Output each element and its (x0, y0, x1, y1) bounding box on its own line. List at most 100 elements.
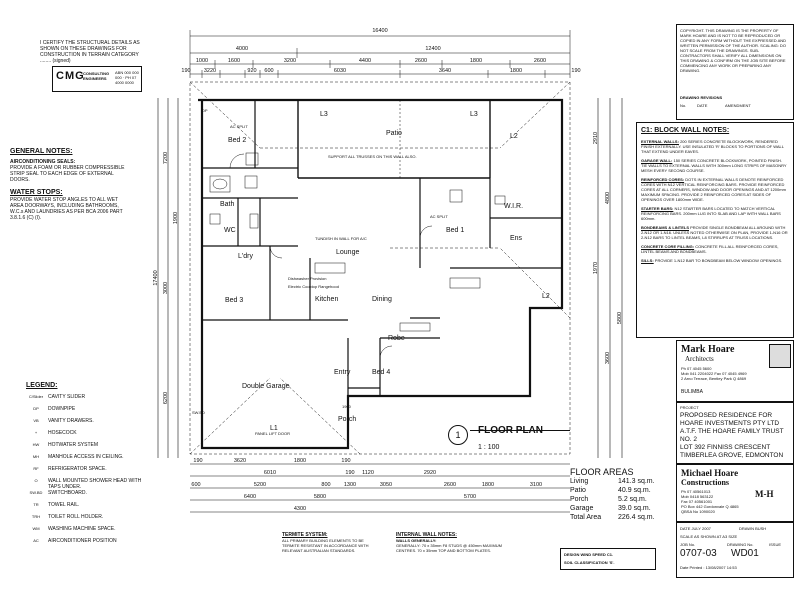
note-dishwasher: Dishwasher Provision (288, 276, 326, 281)
tb-printed: Date Printed : 13/08/2007 14:53 (680, 565, 737, 570)
dim-top-r3-1: 190 (181, 68, 190, 74)
legend-text: REFRIGERATOR SPACE. (48, 466, 107, 472)
block-note-head: STARTER BARS: (641, 206, 674, 211)
architect-logo-icon (769, 344, 791, 368)
consultant-details: ABN 000 000 000 · PH 07 4000 0000 (115, 70, 139, 85)
roof-l3-1: L3 (320, 111, 328, 118)
architect-block: Mark Hoare Architects Ph 07 4045 5600 Mo… (676, 340, 794, 402)
builder-mob: Mob 0418 563122 (681, 494, 714, 499)
dim-top-r2-3: 3200 (284, 58, 296, 64)
dim-right-1: 2910 (593, 132, 599, 144)
legend-text: HOTWATER SYSTEM (48, 442, 98, 448)
dim-bot-r3-7: 1800 (482, 482, 494, 488)
project-line: TIMBERLEA GROVE, EDMONTON (680, 452, 784, 459)
termite-text: ALL PRIMARY BUILDING ELEMENTS TO BE TERM… (282, 538, 369, 553)
legend-text: AIRCONDITIONER POSITION (48, 538, 117, 544)
floor-plan-drawing: 16400 4000 12400 1000 1600 3200 4400 260… (153, 28, 623, 513)
floor-area-value: 39.0 sq.m. (618, 505, 651, 512)
dim-top-r2-7: 2600 (534, 58, 546, 64)
certification-note: I CERTIFY THE STRUCTURAL DETAILS AS SHOW… (40, 40, 140, 64)
dim-bot-r1-2: 3620 (234, 458, 246, 464)
dim-bot-r2-1: 6010 (264, 470, 276, 476)
builder-block: Michael Hoare Constructions Ph 07 405610… (676, 464, 794, 522)
room-bed-1: Bed 1 (446, 227, 464, 234)
termite-notes: TERMITE SYSTEM: ALL PRIMARY BUILDING ELE… (282, 532, 382, 553)
architect-phone: Ph 07 4045 5600 (681, 366, 712, 371)
legend-title: LEGEND: (26, 382, 58, 389)
room-kitchen: Kitchen (315, 296, 338, 303)
dim-right-4: 3600 (605, 352, 611, 364)
legend-symbol-icon: TR (33, 502, 39, 507)
legend-symbol-icon: WM (32, 526, 40, 531)
dim-top-r3-11: 1800 (510, 68, 522, 74)
dim-bot-r1-4: 1800 (294, 458, 306, 464)
rev-col-amend: AMENDMENT (725, 103, 751, 108)
legend-text: TOWEL RAIL. (48, 502, 80, 508)
legend-symbol-icon: MH (32, 454, 40, 459)
floor-areas-title: FLOOR AREAS (570, 467, 634, 477)
legend-text: CAVITY SLIDER (48, 394, 86, 400)
room-entry: Entry (334, 369, 351, 376)
block-note-item: STARTER BARS: N12 STARTER BARS LOCATED T… (641, 206, 789, 221)
dim-bot-r3-3: 800 (321, 482, 330, 488)
soil-classification: SOIL CLASSIFICATION 'S'. (564, 560, 615, 565)
block-note-text: 150 SERIES CONCRETE BLOCKWORK, POINTED F… (641, 158, 787, 173)
room-ensuite: Ens (510, 235, 523, 242)
dim-bot-r3-4: 1300 (344, 482, 356, 488)
block-note-text: DOTS IN EXTERNAL WALLS DENOTE REINFORCED… (641, 177, 786, 202)
floor-plan-scale: 1 : 100 (478, 444, 500, 451)
dim-top-r3-5: 600 (264, 68, 273, 74)
roof-l1: L1 (270, 425, 278, 432)
note-tundish: TUNDISH IN WALL FOR A/C (315, 236, 367, 241)
ac-seals-title: AIRCONDITIONING SEALS: (10, 159, 76, 165)
block-note-head: GARAGE WALL: (641, 158, 673, 163)
dim-right-5: 5800 (617, 312, 623, 324)
tb-job-number: 0707-03 (680, 548, 717, 559)
block-wall-notes: C1: BLOCK WALL NOTES: EXTERNAL WALLS: 20… (636, 122, 794, 338)
internal-walls-sub: WALLS GENERALLY: (396, 538, 437, 543)
water-stops-title: WATER STOPS: (10, 189, 63, 196)
dim-bot-r3-2: 5200 (254, 482, 266, 488)
revisions-title: DRAWING REVISIONS (680, 95, 723, 100)
project-line: LOT 392 FINNISS CRESCENT (680, 444, 771, 451)
project-line: HOARE INVESTMENTS PTY LTD (680, 420, 780, 427)
room-double-garage: Double Garage (242, 383, 290, 390)
room-wir: W.I.R. (504, 203, 523, 210)
block-note-item: REINFORCED CORES: DOTS IN EXTERNAL WALLS… (641, 177, 789, 202)
dim-bot-r2-2: 190 (345, 470, 354, 476)
switchboard-label: SW.BD (192, 410, 205, 415)
block-note-text: PROVIDE SINGLE BONDBEAM ALL AROUND WITH … (641, 225, 788, 240)
block-note-head: CONCRETE CORE FILLING: (641, 244, 695, 249)
design-wind-speed: DESIGN WIND SPEED C1. (564, 552, 614, 557)
room-robe: Robe (388, 335, 405, 342)
block-note-text: PROVIDE 1-N12 BAR TO BONDBEAM BELOW WIND… (654, 258, 783, 263)
block-note-item: GARAGE WALL: 150 SERIES CONCRETE BLOCKWO… (641, 158, 789, 173)
dim-bot-r3-6: 2600 (444, 482, 456, 488)
tb-scale: SCALE AS SHOWN AT A3 SIZE (680, 534, 738, 539)
legend-text: TOILET ROLL HOLDER. (48, 514, 104, 520)
dim-top-1: 4000 (236, 46, 248, 52)
builder-fax: Fax 07 40561001 (681, 499, 713, 504)
floor-area-label: Patio (570, 487, 586, 494)
design-wind-box: DESIGN WIND SPEED C1. SOIL CLASSIFICATIO… (560, 548, 656, 570)
legend-text: WASHING MACHINE SPACE. (48, 526, 116, 532)
builder-logo: M-H (755, 489, 774, 499)
dim-left-1: 7200 (163, 152, 169, 164)
block-note-item: CONCRETE CORE FILLING: CONCRETE FILL ALL… (641, 244, 789, 254)
general-notes-title: GENERAL NOTES: (10, 148, 73, 155)
dim-left-4: 6200 (163, 392, 169, 404)
porch-dim: 1900 (342, 404, 352, 409)
floor-area-label: Porch (570, 496, 589, 503)
roof-l2-2: L2 (542, 293, 550, 300)
internal-wall-notes: INTERNAL WALL NOTES: WALLS GENERALLY: GE… (396, 532, 506, 553)
legend-text: VANITY DRAWERS. (48, 418, 94, 424)
architect-mob: Mob 041 2204022 Fax 07 4045 4969 (681, 371, 747, 376)
room-bed-4: Bed 4 (372, 369, 390, 376)
dim-top-r3-9: 3640 (439, 68, 451, 74)
roof-l3-2: L3 (470, 111, 478, 118)
copyright-note: COPYRIGHT. THIS DRAWING IS THE PROPERTY … (680, 28, 787, 73)
consultant-stamp: CMG CONSULTING ENGINEERS ABN 000 000 000… (52, 66, 142, 92)
